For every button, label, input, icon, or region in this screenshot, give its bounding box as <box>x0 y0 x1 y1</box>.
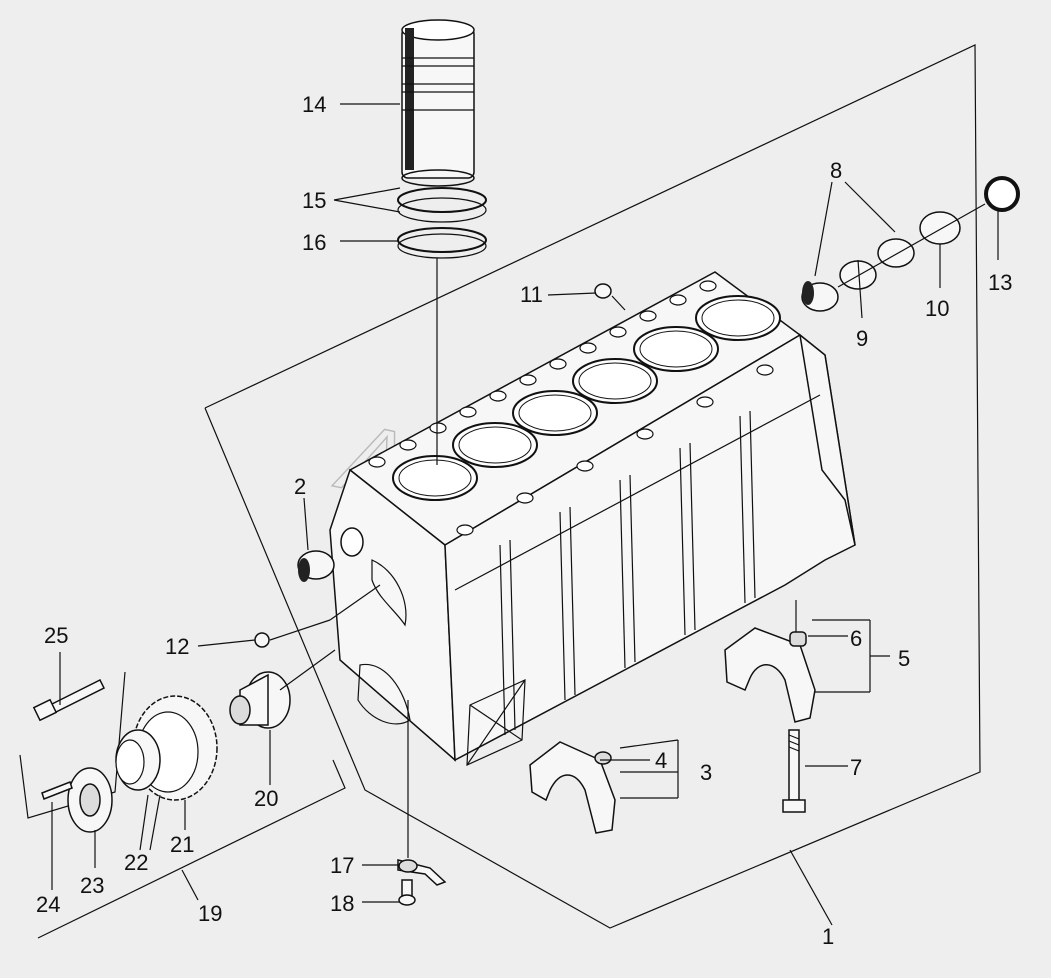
callout-7: 7 <box>850 755 862 780</box>
callout-22: 22 <box>124 850 148 875</box>
callout-3: 3 <box>700 760 712 785</box>
idler-bearing <box>115 729 161 791</box>
main-bearing-bolt <box>782 729 806 813</box>
callout-2: 2 <box>294 474 306 499</box>
group-outline-1 <box>204 44 981 929</box>
callout-5: 5 <box>898 646 910 671</box>
callout-20: 20 <box>254 786 278 811</box>
bracket-17 <box>397 859 447 886</box>
callout-10: 10 <box>925 296 949 321</box>
callout-18: 18 <box>330 891 354 916</box>
cylinder-liner <box>401 19 475 187</box>
callout-8: 8 <box>830 158 842 183</box>
callout-16: 16 <box>302 230 326 255</box>
liner-seal-rings <box>397 187 487 259</box>
callout-12: 12 <box>165 634 189 659</box>
main-bearing-cap-3 <box>529 741 616 834</box>
cylinder-block <box>329 271 856 766</box>
group-outline-19b <box>37 759 346 939</box>
idler-flange <box>67 767 113 833</box>
idler-hub <box>229 671 291 729</box>
callout-24: 24 <box>36 892 60 917</box>
idler-bolt-25 <box>32 678 106 722</box>
idler-bolt-24 <box>41 781 73 800</box>
leader-lines <box>51 103 999 926</box>
callout-6: 6 <box>850 626 862 651</box>
plug-12 <box>254 632 270 648</box>
callout-21: 21 <box>170 832 194 857</box>
callout-14: 14 <box>302 92 326 117</box>
callout-13: 13 <box>988 270 1012 295</box>
callout-17: 17 <box>330 853 354 878</box>
callouts: 1 2 3 4 5 6 7 8 9 10 11 12 13 14 15 16 1… <box>36 92 1012 949</box>
callout-4: 4 <box>655 748 667 773</box>
bolt-18 <box>398 879 416 906</box>
callout-15: 15 <box>302 188 326 213</box>
callout-1: 1 <box>822 924 834 949</box>
callout-9: 9 <box>856 326 868 351</box>
callout-19: 19 <box>198 901 222 926</box>
plug-11 <box>594 283 612 299</box>
callout-25: 25 <box>44 623 68 648</box>
callout-23: 23 <box>80 873 104 898</box>
callout-11: 11 <box>520 282 543 307</box>
main-bearing-cap-5 <box>724 627 816 723</box>
